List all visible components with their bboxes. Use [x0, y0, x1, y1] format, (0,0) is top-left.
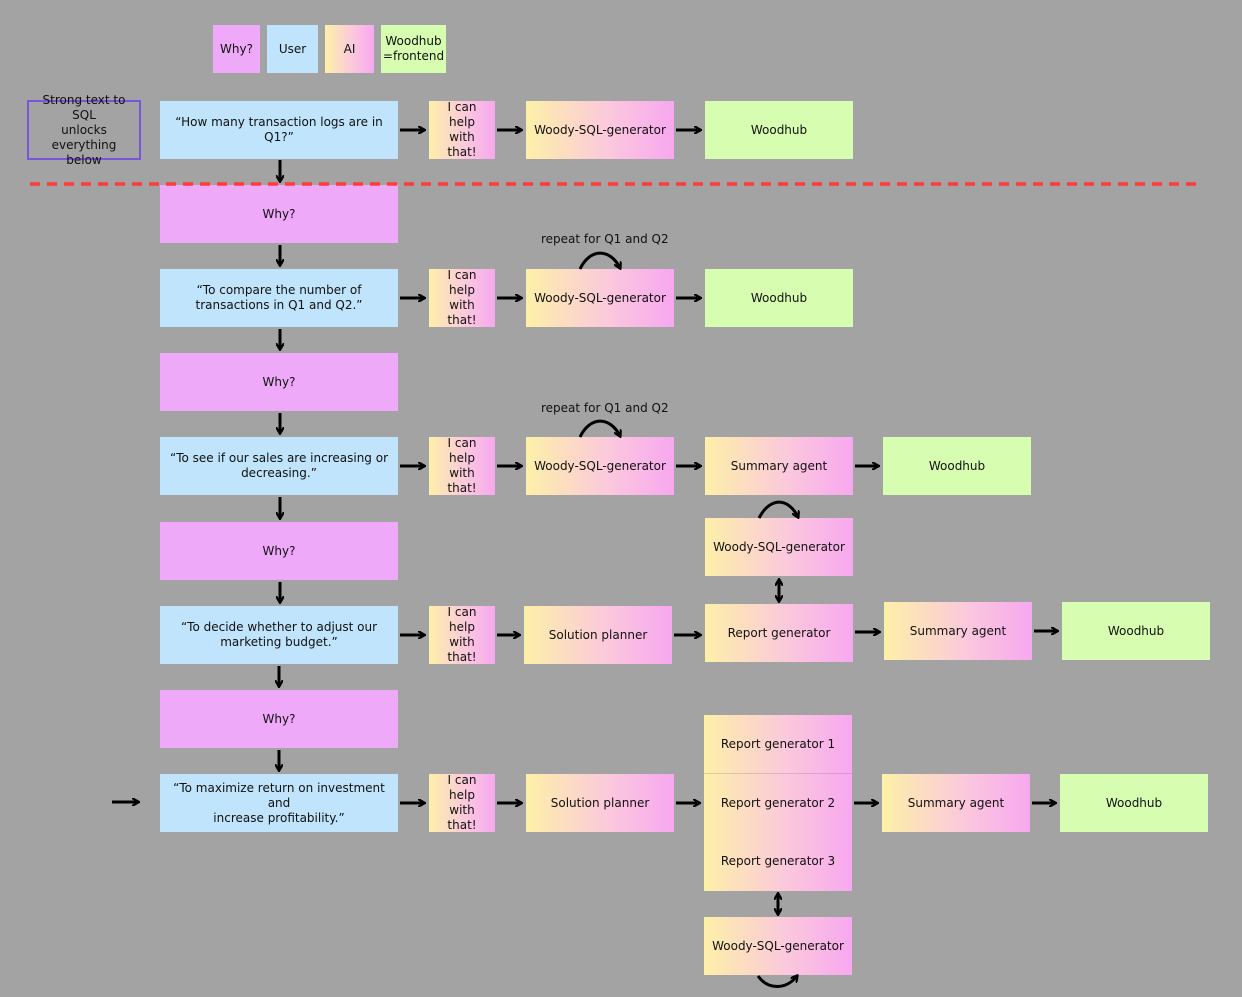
report-generator-1: Report generator 1 — [704, 715, 852, 774]
sql-generator-4: Woody-SQL-generator — [705, 518, 853, 576]
sql-generator-1: Woody-SQL-generator — [526, 101, 674, 159]
report-generator-2: Report generator 2 — [720, 795, 836, 810]
question-1: “How many transaction logs are in Q1?” — [160, 101, 398, 159]
sql-generator-5: Woody-SQL-generator — [704, 917, 852, 975]
legend-user: User — [267, 25, 318, 73]
summary-agent-5: Summary agent — [882, 774, 1030, 832]
why-3: Why? — [160, 522, 398, 580]
solution-planner-4: Solution planner — [524, 606, 672, 664]
report-generators-group: Report generator 1 Report generator 2 Re… — [704, 715, 852, 891]
woodhub-4: Woodhub — [1062, 602, 1210, 660]
loop-arrow-3 — [757, 500, 798, 518]
legend-why: Why? — [213, 25, 260, 73]
loop-arrow-2 — [578, 419, 620, 437]
sql-generator-2: Woody-SQL-generator — [526, 269, 674, 327]
report-generator-4: Report generator — [705, 604, 853, 662]
report-generator-3: Report generator 3 — [720, 853, 836, 868]
sql-generator-3: Woody-SQL-generator — [526, 437, 674, 495]
loop-arrow-4 — [756, 976, 797, 988]
woodhub-1: Woodhub — [705, 101, 853, 159]
legend-ai: AI — [325, 25, 374, 73]
legend-woodhub: Woodhub=frontend — [381, 25, 446, 73]
solution-planner-5: Solution planner — [526, 774, 674, 832]
summary-agent-3: Summary agent — [705, 437, 853, 495]
woodhub-5: Woodhub — [1060, 774, 1208, 832]
repeat-label-1: repeat for Q1 and Q2 — [541, 232, 669, 246]
why-2: Why? — [160, 353, 398, 411]
summary-agent-4: Summary agent — [884, 602, 1032, 660]
repeat-label-2: repeat for Q1 and Q2 — [541, 401, 669, 415]
loop-arrow-1 — [578, 251, 620, 269]
why-1: Why? — [160, 185, 398, 243]
woodhub-2: Woodhub — [705, 269, 853, 327]
why-4: Why? — [160, 690, 398, 748]
woodhub-3: Woodhub — [883, 437, 1031, 495]
